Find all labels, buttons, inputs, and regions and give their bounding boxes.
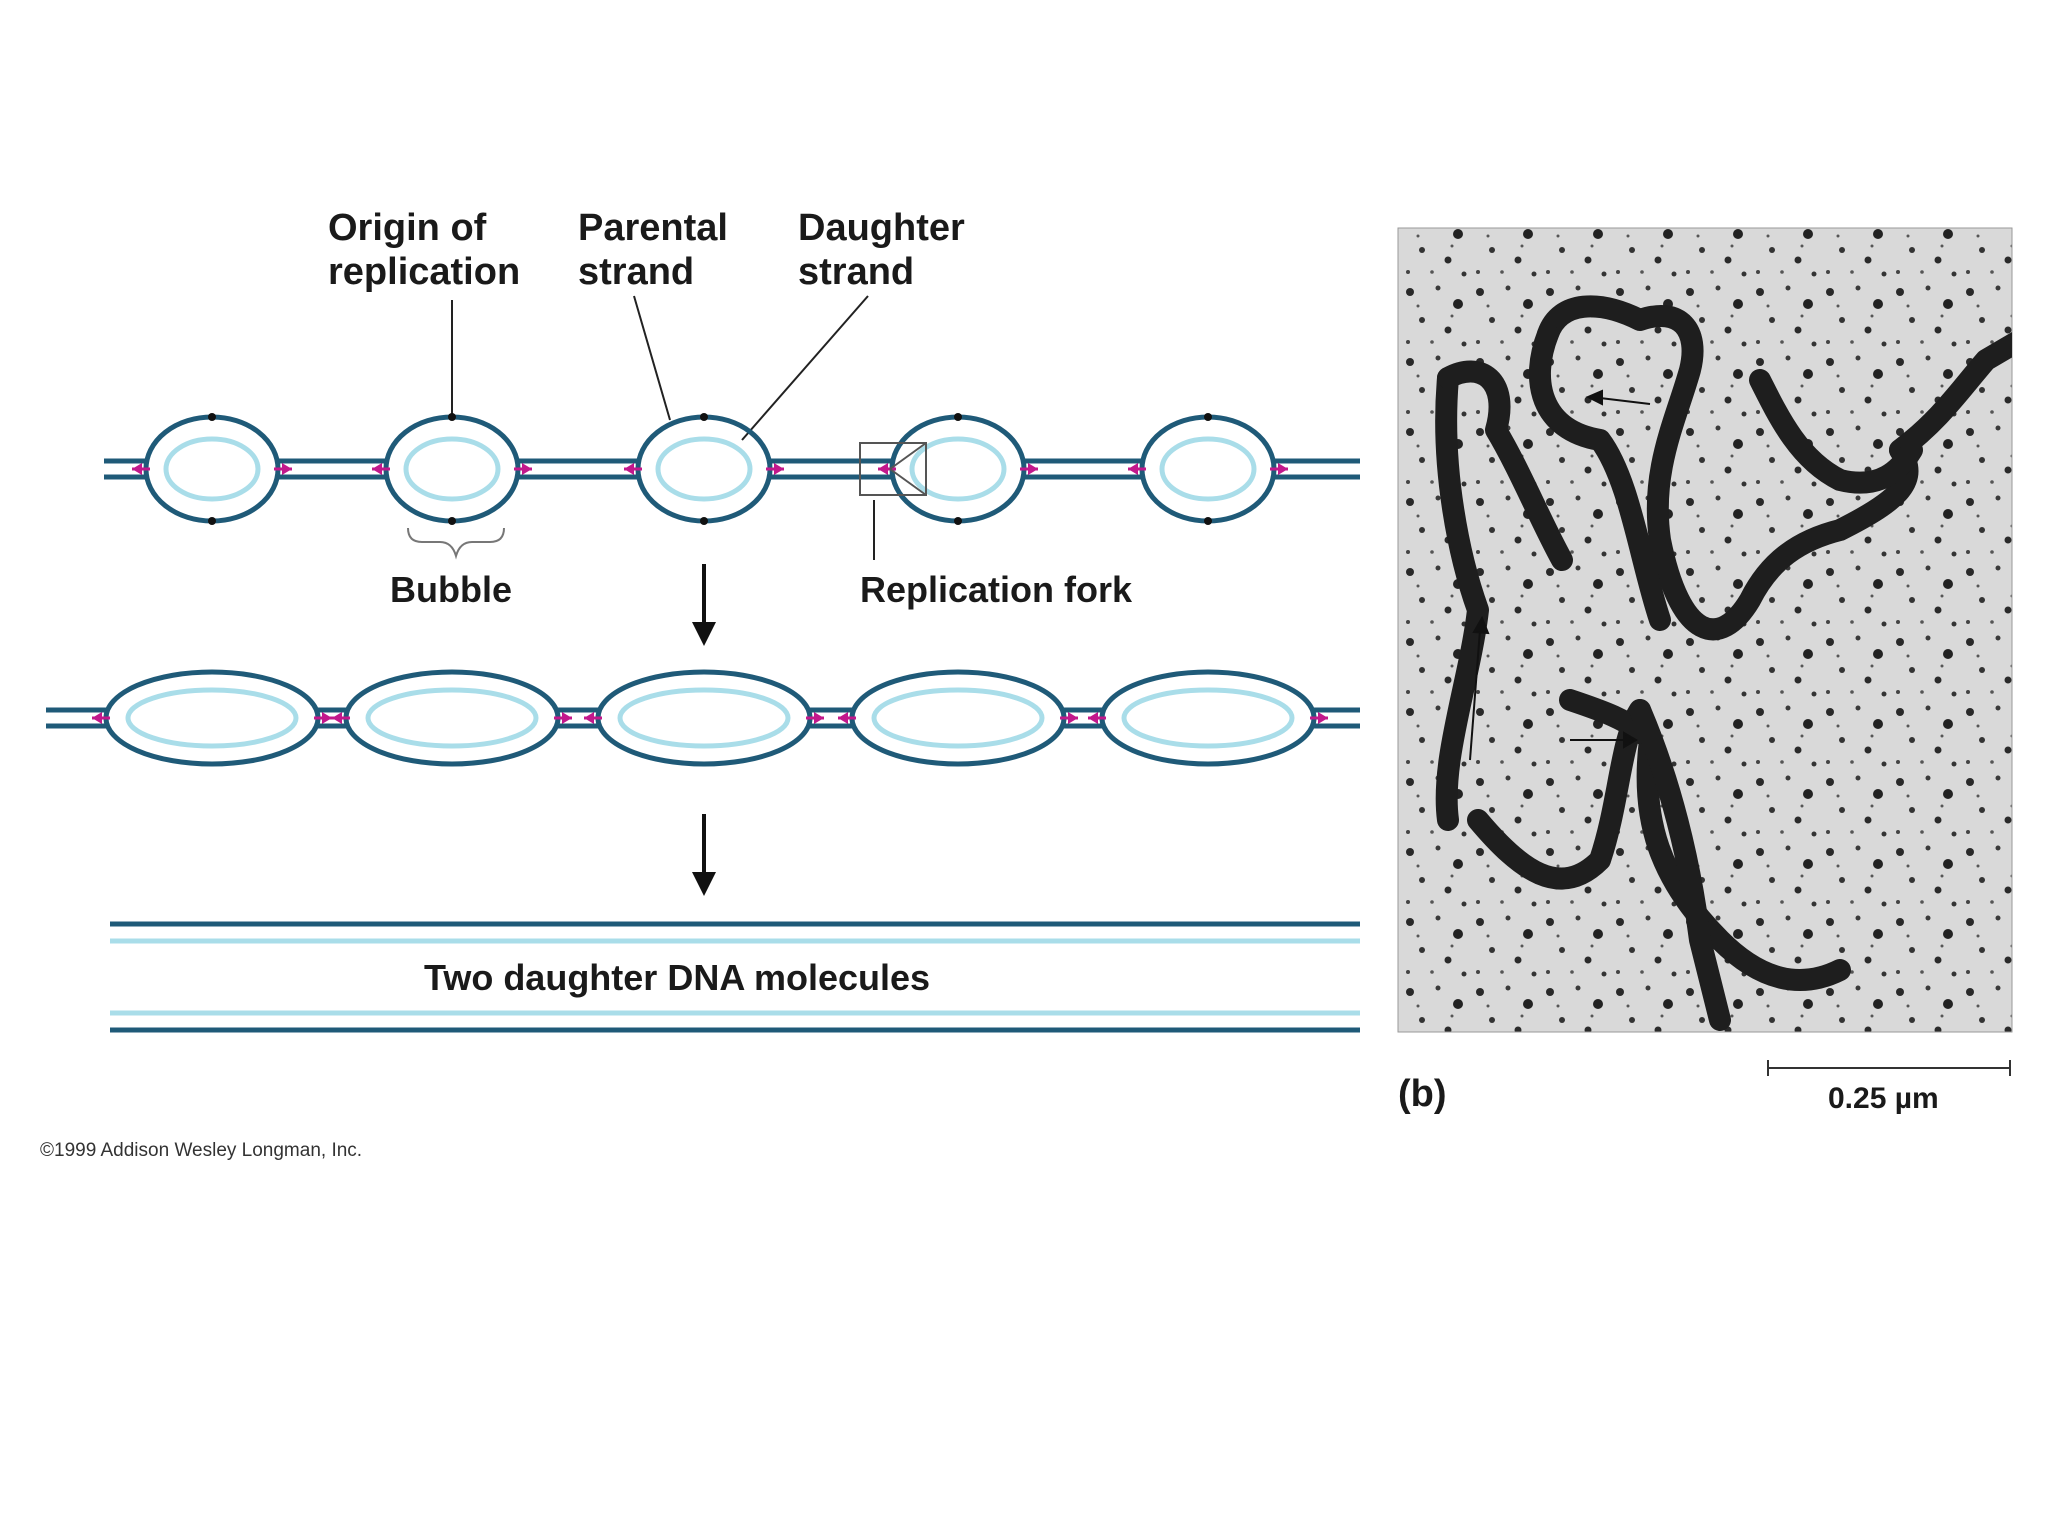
fork-box-pointer-top: [889, 442, 927, 470]
bubble-daughter-outline: [655, 436, 753, 502]
origin-label: Origin of replication: [328, 207, 520, 293]
direction-arrow: [624, 463, 642, 475]
origin-dot: [448, 517, 456, 525]
bubble-daughter-outline: [163, 436, 261, 502]
direction-arrow: [132, 463, 150, 475]
progression-arrow-1: [692, 564, 716, 646]
parental-strand-label: Parental strand: [578, 207, 728, 293]
bubble-daughter-outline: [1121, 687, 1295, 749]
fork-box: [859, 442, 927, 496]
daughter-molecules: Two daughter DNA molecules: [110, 921, 1360, 1033]
replication-bubble: [838, 669, 1078, 767]
direction-arrow: [274, 463, 292, 475]
origin-dot: [954, 517, 962, 525]
scale-bar-label: 0.25 µm: [1828, 1082, 1939, 1115]
replication-fork-marker: [859, 442, 927, 496]
replicating-dna-strands: [1435, 295, 2012, 1031]
origin-label-line2: replication: [328, 251, 520, 293]
direction-arrow: [372, 463, 390, 475]
bubble-parental-outline: [595, 669, 813, 767]
bubble-parental-outline: [103, 669, 321, 767]
bubble-daughter-outline: [1159, 436, 1257, 502]
micrograph-fork-arrows: [1469, 389, 1651, 761]
bubble-daughter-outline: [403, 436, 501, 502]
parental-label-line2: strand: [578, 251, 694, 293]
electron-micrograph: [1397, 227, 2013, 1033]
direction-arrow: [1088, 712, 1106, 724]
daughter-label-line1: Daughter: [798, 207, 965, 249]
direction-arrow: [1270, 463, 1288, 475]
two-daughter-label: Two daughter DNA molecules: [424, 957, 930, 998]
direction-arrow: [1128, 463, 1146, 475]
origin-dot: [700, 517, 708, 525]
replication-bubble: [132, 413, 292, 525]
origin-dot: [208, 413, 216, 421]
origin-label-line1: Origin of: [328, 207, 487, 249]
bubble-label: Bubble: [390, 569, 512, 610]
direction-arrow: [1310, 712, 1328, 724]
direction-arrow: [1020, 463, 1038, 475]
direction-arrow: [314, 712, 332, 724]
panel-label-b: (b): [1398, 1073, 1447, 1115]
parental-label-line1: Parental: [578, 207, 728, 249]
replication-bubble: [372, 413, 532, 525]
daughter-leader-line: [741, 295, 869, 441]
bubble-daughter-outline: [125, 687, 299, 749]
direction-arrow: [838, 712, 856, 724]
bubble-daughter-outline: [909, 436, 1007, 502]
replication-fork-label: Replication fork: [860, 569, 1133, 610]
leader-lines: [451, 295, 875, 560]
origin-dot: [700, 413, 708, 421]
origin-dot: [1204, 517, 1212, 525]
direction-arrow: [332, 712, 350, 724]
origin-dot: [208, 517, 216, 525]
origin-dot: [954, 413, 962, 421]
scale-bar: 0.25 µm: [1767, 1060, 2011, 1115]
direction-arrow: [514, 463, 532, 475]
direction-arrow: [584, 712, 602, 724]
progression-arrow-2: [692, 814, 716, 896]
direction-arrow: [766, 463, 784, 475]
daughter-strand-label: Daughter strand: [798, 207, 965, 293]
replication-bubble: [1088, 669, 1328, 767]
replication-bubble: [1128, 413, 1288, 525]
bubble-daughter-outline: [365, 687, 539, 749]
direction-arrow: [1060, 712, 1078, 724]
copyright-notice: ©1999 Addison Wesley Longman, Inc.: [40, 1140, 362, 1161]
bubble-parental-outline: [343, 669, 561, 767]
direction-arrow: [806, 712, 824, 724]
direction-arrow: [554, 712, 572, 724]
fork-box-pointer-bottom: [889, 468, 927, 496]
bubble-parental-outline: [1099, 669, 1317, 767]
bubble-daughter-outline: [871, 687, 1045, 749]
early-replication-row: [104, 413, 1360, 525]
replication-bubble: [624, 413, 784, 525]
replication-bubble: [92, 669, 332, 767]
bubble-parental-outline: [849, 669, 1067, 767]
direction-arrow: [878, 463, 896, 475]
bubble-brace: [407, 527, 505, 560]
origin-dot: [448, 413, 456, 421]
replication-bubble: [878, 413, 1038, 525]
bubble-daughter-outline: [617, 687, 791, 749]
replication-bubble: [584, 669, 824, 767]
origin-dot: [1204, 413, 1212, 421]
daughter-label-line2: strand: [798, 251, 914, 293]
late-replication-row: [46, 669, 1360, 767]
daughter-molecule-1: [110, 921, 1360, 944]
replication-bubble: [332, 669, 572, 767]
direction-arrow: [92, 712, 110, 724]
daughter-molecule-2: [110, 1010, 1360, 1033]
parental-leader-line: [633, 295, 671, 421]
